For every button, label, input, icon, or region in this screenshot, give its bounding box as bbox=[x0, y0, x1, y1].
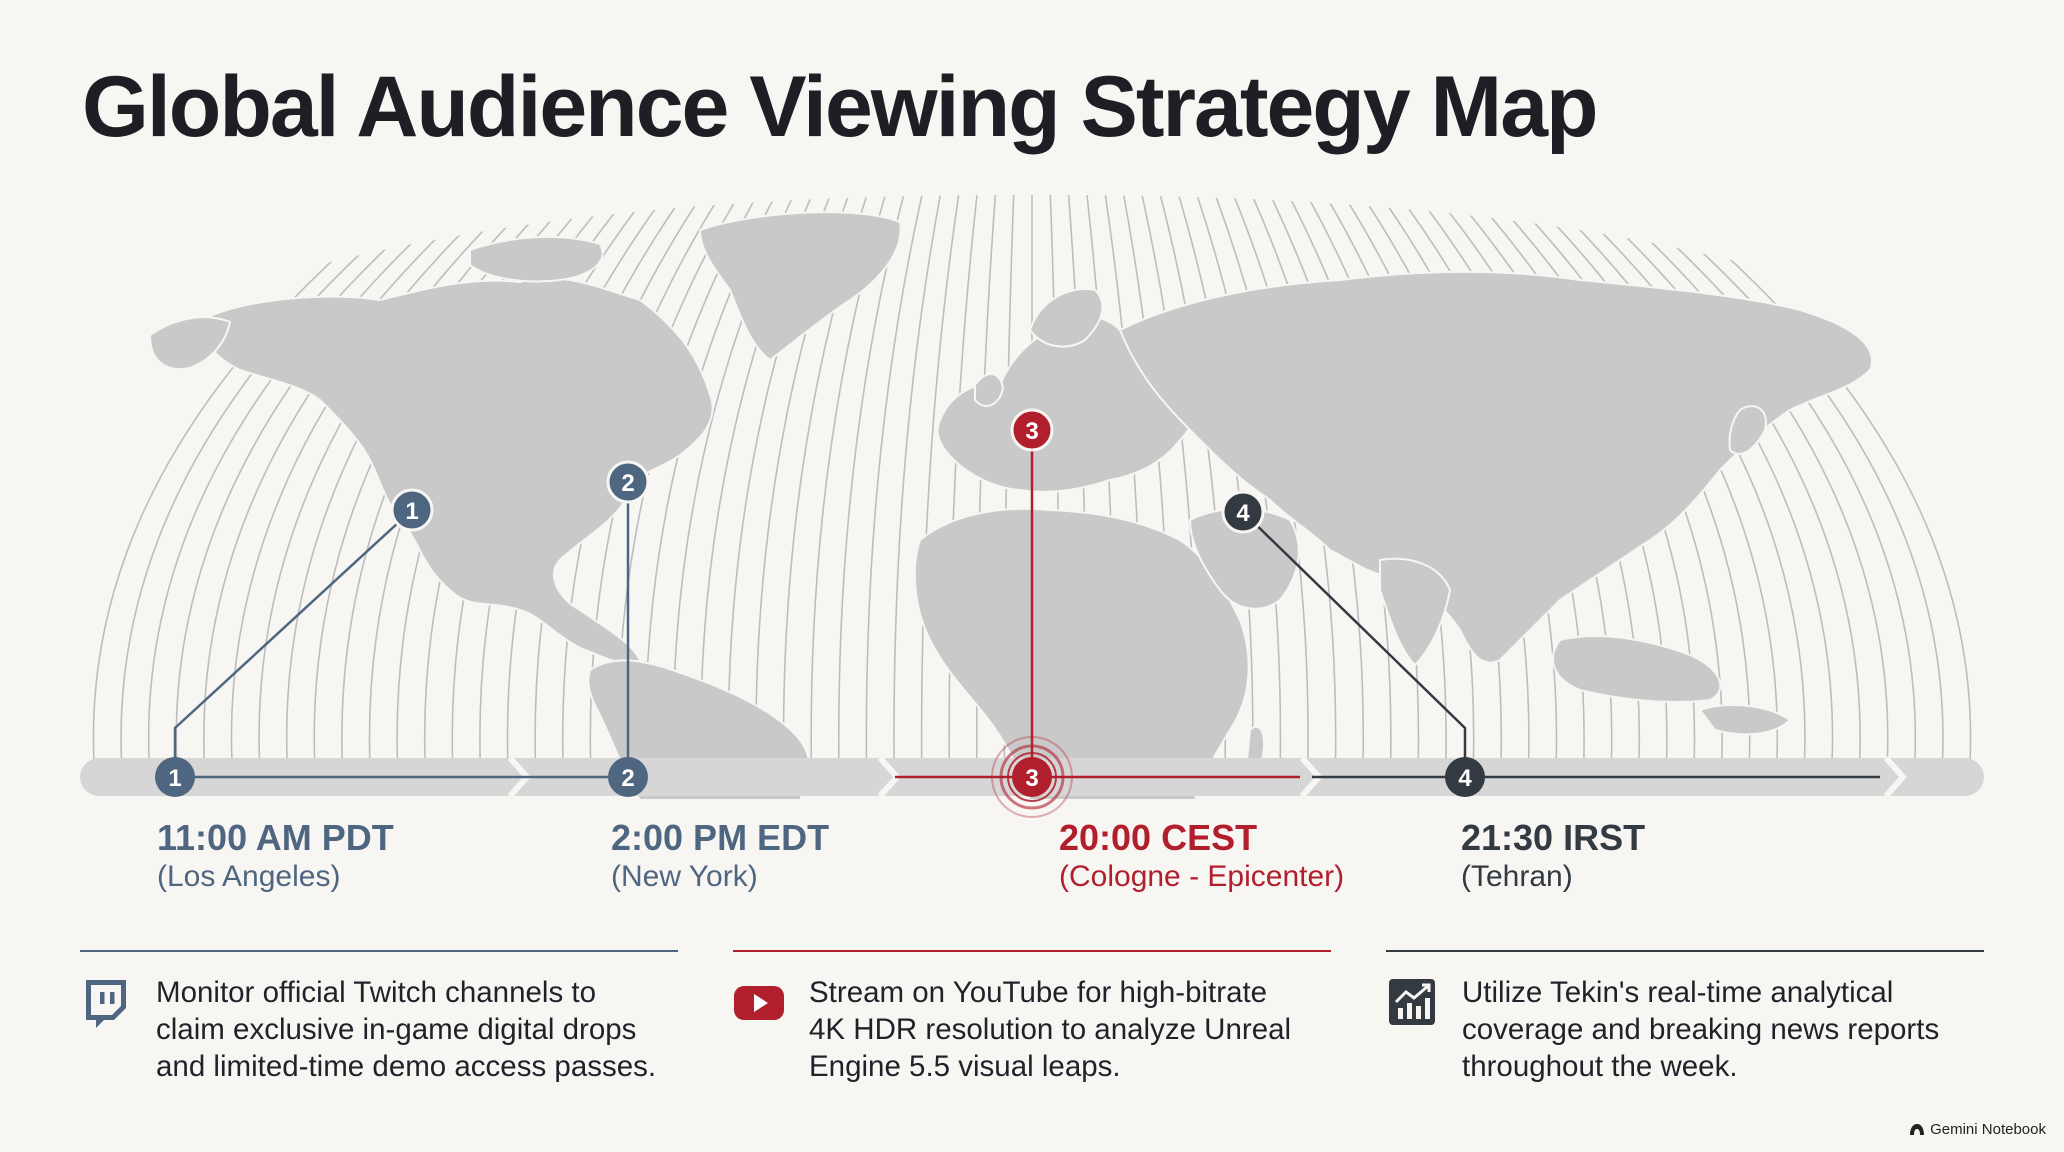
youtube-icon bbox=[734, 986, 784, 1020]
gemini-logo-icon bbox=[1910, 1124, 1925, 1135]
timeline-marker-3[interactable]: 3 bbox=[1012, 757, 1052, 797]
map-marker-1[interactable]: 1 bbox=[390, 488, 434, 532]
divider bbox=[1386, 950, 1984, 952]
timeline-marker-1-number: 1 bbox=[168, 765, 181, 792]
meridian-line bbox=[258, 195, 525, 790]
map-marker-2[interactable]: 2 bbox=[606, 460, 650, 504]
timeline-marker-1[interactable]: 1 bbox=[155, 757, 195, 797]
strategy-twitch: Monitor official Twitch channels to clai… bbox=[80, 950, 678, 1085]
twitch-icon bbox=[86, 980, 126, 1028]
map-marker-3-number: 3 bbox=[1025, 418, 1038, 445]
great-britain bbox=[974, 373, 1005, 407]
map-marker-4[interactable]: 4 bbox=[1221, 490, 1265, 534]
meridian-line bbox=[837, 195, 906, 790]
analytics-chart-icon bbox=[1389, 979, 1435, 1025]
greenland bbox=[698, 211, 902, 362]
divider bbox=[733, 950, 1331, 952]
time-label-4-time: 21:30 IRST bbox=[1461, 817, 1646, 858]
alaska bbox=[148, 316, 232, 370]
meridian-line bbox=[285, 195, 543, 790]
time-label-tehran: 21:30 IRST (Tehran) bbox=[1461, 818, 1645, 896]
india bbox=[1379, 557, 1452, 667]
meridian-line bbox=[203, 195, 489, 790]
time-label-los-angeles: 11:00 AM PDT (Los Angeles) bbox=[157, 818, 394, 896]
meridian-line bbox=[948, 195, 979, 790]
divider bbox=[80, 950, 678, 952]
time-label-4-city: (Tehran) bbox=[1461, 860, 1573, 893]
meridian-line bbox=[1176, 195, 1254, 790]
brand-watermark: Gemini Notebook bbox=[1909, 1121, 2046, 1138]
timeline-marker-2-number: 2 bbox=[621, 765, 634, 792]
asia bbox=[1118, 270, 1873, 664]
africa bbox=[913, 507, 1250, 801]
time-label-1-city: (Los Angeles) bbox=[157, 860, 341, 893]
timeline-marker-3-number: 3 bbox=[1025, 765, 1038, 792]
strategy-youtube-text: Stream on YouTube for high-bitrate 4K HD… bbox=[809, 976, 1292, 1083]
map-marker-3[interactable]: 3 bbox=[1010, 408, 1054, 452]
strategy-twitch-text: Monitor official Twitch channels to clai… bbox=[156, 976, 657, 1083]
meridian-line bbox=[120, 195, 434, 790]
arctic-islands bbox=[469, 235, 604, 283]
meridian-line bbox=[1612, 195, 1917, 790]
meridian-line bbox=[175, 195, 470, 790]
strategy-analytics: Utilize Tekin's real-time analytical cov… bbox=[1386, 950, 1984, 1085]
meridian-line bbox=[1594, 195, 1889, 790]
meridian-line bbox=[1557, 195, 1834, 790]
timeline-marker-4[interactable]: 4 bbox=[1445, 757, 1485, 797]
meridian-line bbox=[147, 195, 452, 790]
meridian-line bbox=[975, 195, 997, 790]
new-guinea bbox=[1698, 704, 1792, 736]
continents bbox=[148, 211, 1873, 801]
meridian-line bbox=[865, 195, 924, 790]
time-label-3-time: 20:00 CEST bbox=[1059, 817, 1258, 858]
japan bbox=[1728, 405, 1767, 455]
map-marker-4-number: 4 bbox=[1236, 500, 1250, 527]
meridian-line bbox=[920, 195, 961, 790]
page-title: Global Audience Viewing Strategy Map bbox=[82, 59, 1599, 155]
meridian-line bbox=[893, 195, 943, 790]
strategy-youtube: Stream on YouTube for high-bitrate 4K HD… bbox=[733, 950, 1331, 1085]
meridian-line bbox=[1539, 195, 1806, 790]
time-label-2-time: 2:00 PM EDT bbox=[611, 817, 830, 858]
meridian-line bbox=[230, 195, 507, 790]
meridian-line bbox=[1521, 195, 1779, 790]
map-marker-1-number: 1 bbox=[405, 498, 418, 525]
scandinavia bbox=[1028, 288, 1104, 348]
time-label-new-york: 2:00 PM EDT (New York) bbox=[611, 818, 829, 896]
map-marker-2-number: 2 bbox=[621, 470, 634, 497]
timeline-marker-2[interactable]: 2 bbox=[608, 757, 648, 797]
strategy-analytics-text: Utilize Tekin's real-time analytical cov… bbox=[1462, 976, 1940, 1083]
time-label-1-time: 11:00 AM PDT bbox=[157, 817, 394, 858]
time-label-cologne: 20:00 CEST (Cologne - Epicenter) bbox=[1059, 818, 1344, 896]
time-label-2-city: (New York) bbox=[611, 860, 758, 893]
meridian-line bbox=[92, 195, 416, 790]
meridian-line bbox=[1630, 195, 1944, 790]
epicenter-pulse bbox=[991, 736, 1073, 818]
meridian-line bbox=[1575, 195, 1861, 790]
timeline-marker-4-number: 4 bbox=[1458, 765, 1472, 792]
time-label-3-city: (Cologne - Epicenter) bbox=[1059, 860, 1345, 893]
brand-label: Gemini Notebook bbox=[1930, 1121, 2046, 1138]
meridian-line bbox=[1648, 195, 1972, 790]
southeast-asia-islands bbox=[1551, 635, 1722, 703]
